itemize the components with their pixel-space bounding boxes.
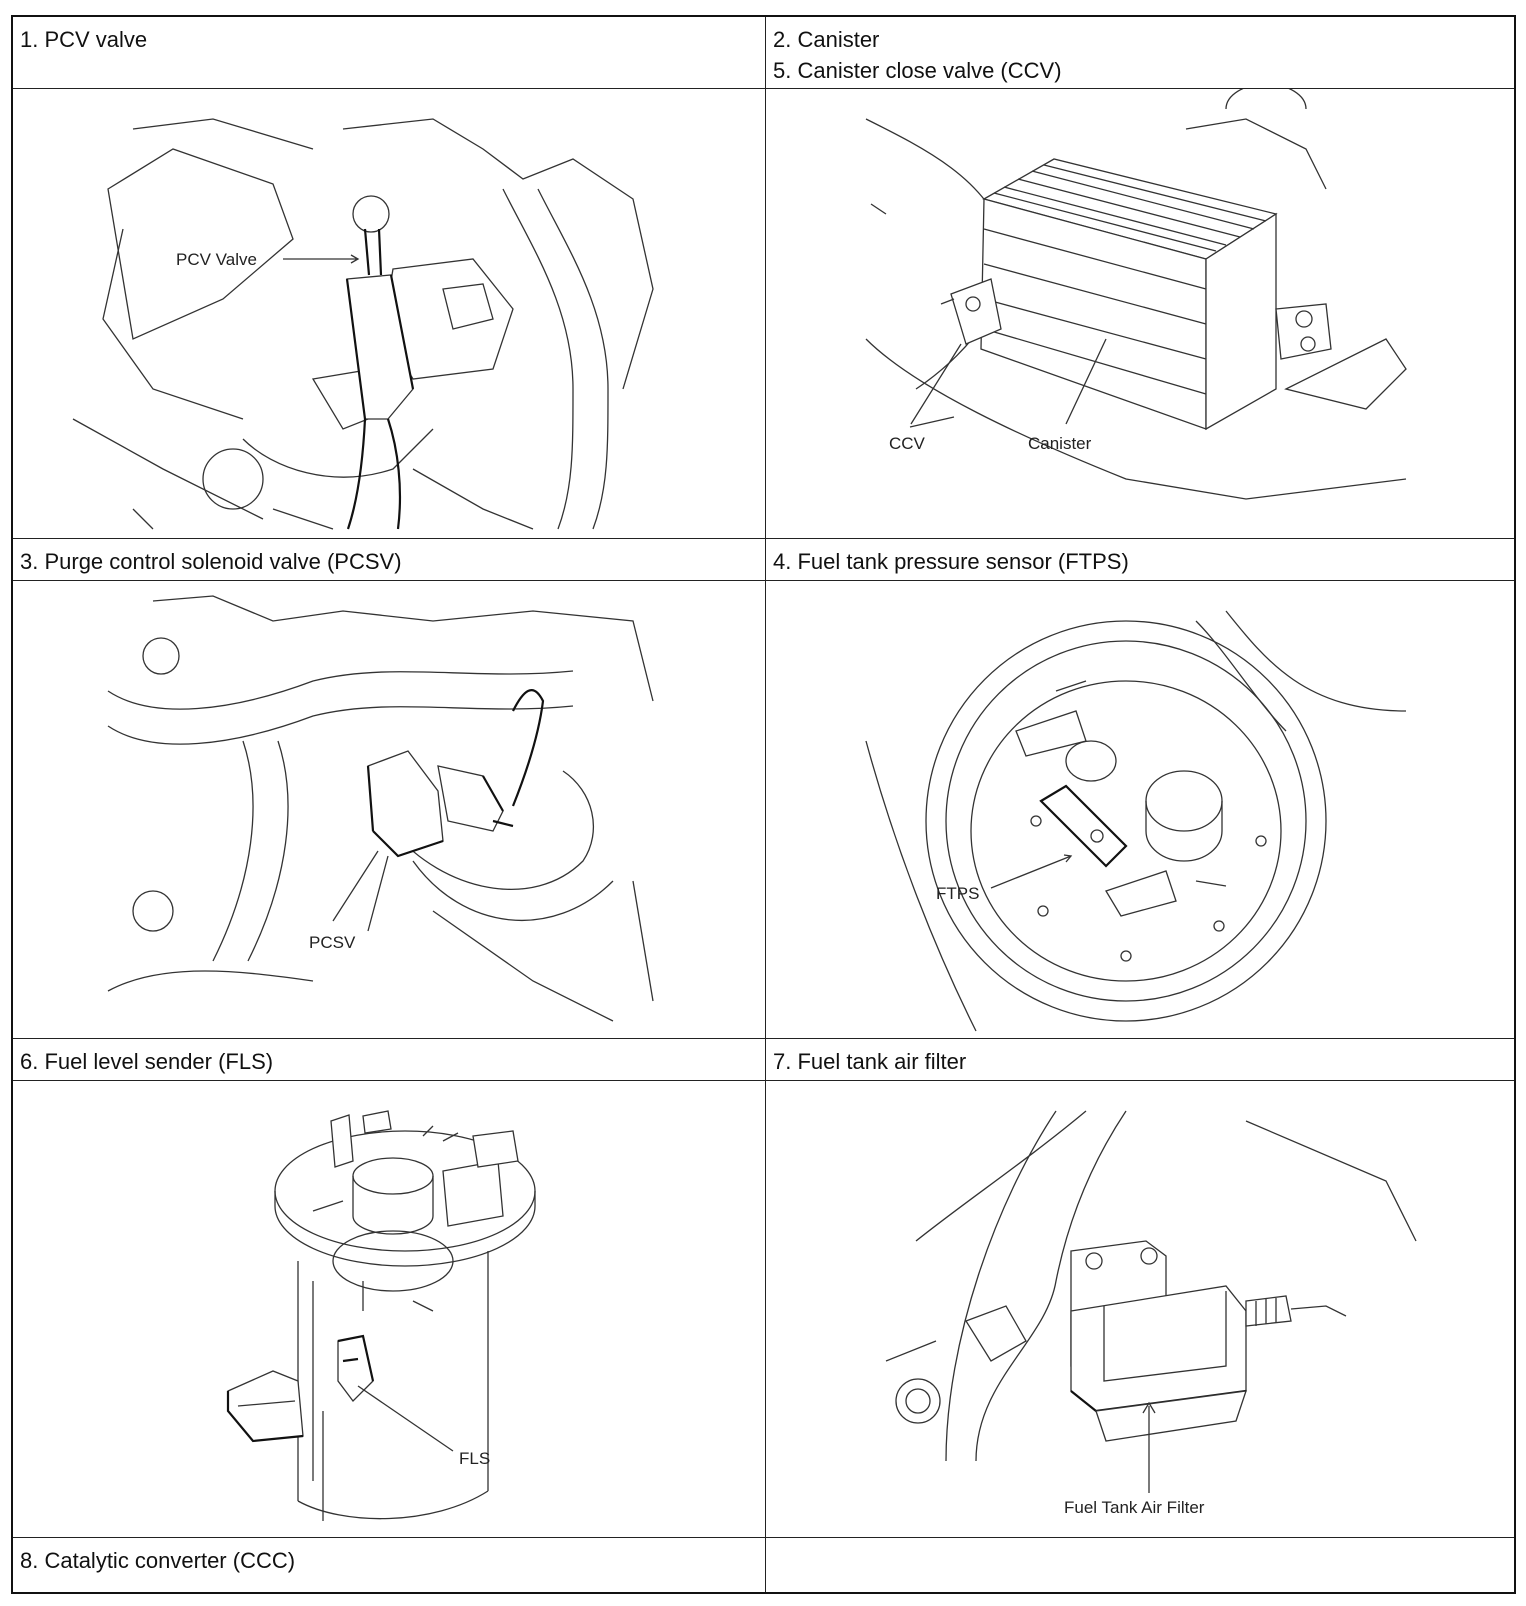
- cell-canister-title: 2. Canister 5. Canister close valve (CCV…: [766, 17, 1514, 88]
- ftps-illustration: FTPS: [865, 610, 1407, 1032]
- cell-air-filter-title: 7. Fuel tank air filter: [766, 1039, 1514, 1080]
- cell-fls-title: 6. Fuel level sender (FLS): [13, 1039, 766, 1080]
- figure-air-filter: Fuel Tank Air Filter: [766, 1081, 1514, 1537]
- canister-callout: Canister: [1028, 434, 1092, 453]
- header-row-2: 3. Purge control solenoid valve (PCSV) 4…: [13, 539, 1514, 581]
- figure-canister: CCV Canister: [766, 89, 1514, 538]
- title-line: 5. Canister close valve (CCV): [773, 58, 1062, 83]
- figure-pcsv: PCSV: [13, 581, 766, 1038]
- figure-ftps: FTPS: [766, 581, 1514, 1038]
- cell-pcv-valve-title: 1. PCV valve: [13, 17, 766, 88]
- title-line: 7. Fuel tank air filter: [773, 1049, 967, 1074]
- title-line: 2. Canister: [773, 27, 880, 52]
- header-row-4: 8. Catalytic converter (CCC): [13, 1538, 1514, 1592]
- title-line: 3. Purge control solenoid valve (PCSV): [20, 549, 402, 574]
- fuel-tank-air-filter-illustration: Fuel Tank Air Filter: [885, 1110, 1417, 1517]
- pcsv-illustration: PCSV: [107, 595, 654, 1022]
- title-line: 4. Fuel tank pressure sensor (FTPS): [773, 549, 1129, 574]
- title-line: 8. Catalytic converter (CCC): [20, 1548, 296, 1573]
- title-line: 1. PCV valve: [20, 27, 148, 52]
- figure-pcv-valve: PCV Valve: [13, 89, 766, 538]
- fls-callout: FLS: [459, 1449, 490, 1468]
- fls-illustration: FLS: [226, 1110, 536, 1521]
- cell-ftps-title: 4. Fuel tank pressure sensor (FTPS): [766, 539, 1514, 580]
- pcv-valve-illustration: PCV Valve: [72, 118, 654, 530]
- image-row-1: PCV Valve CCV Canister: [13, 89, 1514, 539]
- image-row-3: FLS Fuel Tank Air Filter: [13, 1081, 1514, 1538]
- canister-illustration: CCV Canister: [865, 89, 1407, 500]
- title-line: 6. Fuel level sender (FLS): [20, 1049, 274, 1074]
- figure-fls: FLS: [13, 1081, 766, 1537]
- header-row-1: 1. PCV valve 2. Canister 5. Canister clo…: [13, 17, 1514, 89]
- air-filter-callout: Fuel Tank Air Filter: [1064, 1498, 1205, 1517]
- cell-empty: [766, 1538, 1514, 1592]
- ftps-callout: FTPS: [936, 884, 979, 903]
- component-table: 1. PCV valve 2. Canister 5. Canister clo…: [11, 15, 1516, 1594]
- cell-pcsv-title: 3. Purge control solenoid valve (PCSV): [13, 539, 766, 580]
- cell-ccc-title: 8. Catalytic converter (CCC): [13, 1538, 766, 1592]
- image-row-2: PCSV FTPS: [13, 581, 1514, 1039]
- pcv-valve-callout: PCV Valve: [176, 250, 257, 269]
- pcsv-callout: PCSV: [309, 933, 356, 952]
- header-row-3: 6. Fuel level sender (FLS) 7. Fuel tank …: [13, 1039, 1514, 1081]
- ccv-callout: CCV: [889, 434, 926, 453]
